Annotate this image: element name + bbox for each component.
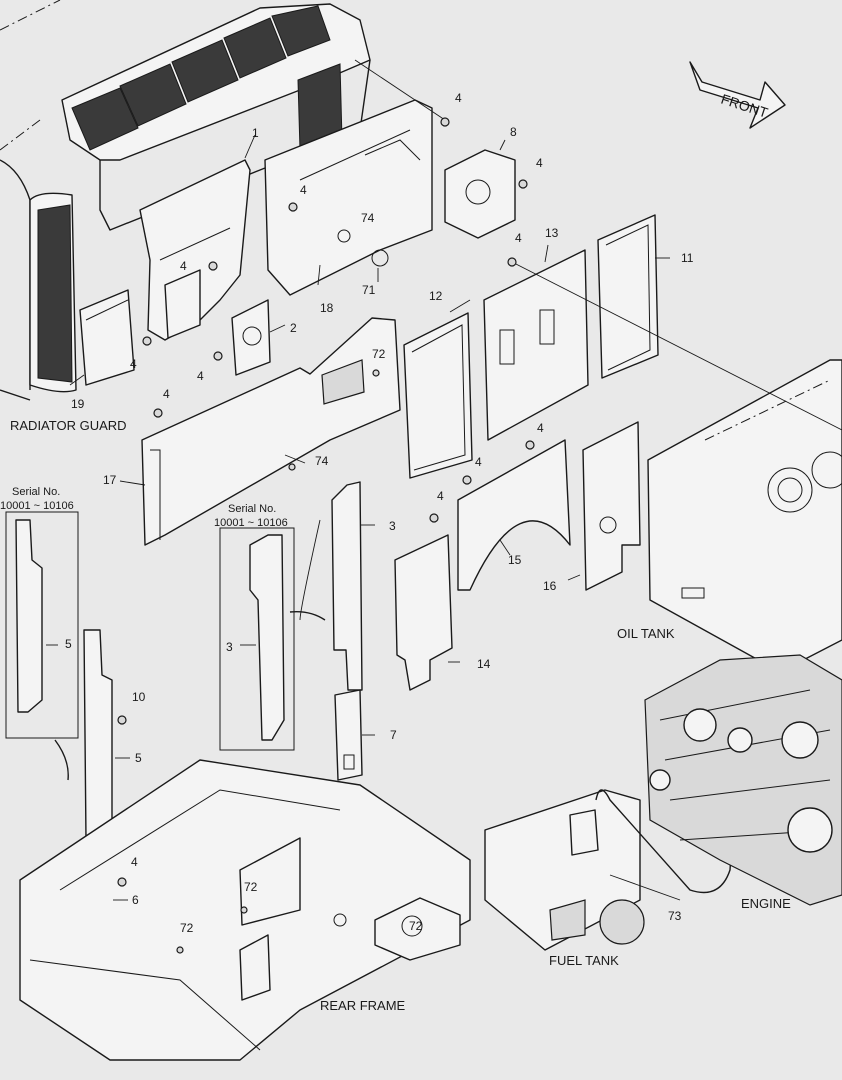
- callout-19: 19: [71, 397, 85, 411]
- callout-72-d: 72: [409, 919, 423, 933]
- callout-4-b: 4: [536, 156, 543, 170]
- radiator-guard-hood: [0, 0, 371, 401]
- caption-fuel-tank: FUEL TANK: [549, 953, 619, 968]
- callout-74-a: 74: [361, 211, 375, 225]
- transfer-arrow-middle: [289, 610, 326, 621]
- transfer-arrow-left: [54, 739, 69, 781]
- callout-4-f: 4: [130, 357, 137, 371]
- callout-18: 18: [320, 301, 334, 315]
- part-15-curved-panel: [457, 439, 571, 591]
- callout-4-i: 4: [537, 421, 544, 435]
- callout-4-l: 4: [131, 855, 138, 869]
- part-18-panel: [264, 99, 433, 296]
- part-7-pillar: [334, 689, 363, 781]
- callout-14: 14: [477, 657, 491, 671]
- part-16-panel: [582, 421, 641, 591]
- callout-12: 12: [429, 289, 443, 303]
- part-2-plate: [231, 299, 271, 376]
- caption-engine: ENGINE: [741, 896, 791, 911]
- callout-2: 2: [290, 321, 297, 335]
- serial-middle-line1: Serial No.: [228, 503, 276, 515]
- callout-1: 1: [252, 126, 259, 140]
- part-3-pillar: [331, 481, 363, 691]
- engine: [644, 654, 842, 906]
- callout-3-serial: 3: [226, 640, 233, 654]
- leader-lines: [46, 59, 842, 901]
- callout-8: 8: [510, 125, 517, 139]
- caption-radiator-guard: RADIATOR GUARD: [10, 418, 127, 433]
- serial-middle-line2: 10001 ~ 10106: [214, 517, 288, 529]
- callout-4-d: 4: [515, 231, 522, 245]
- callout-numbers: 1 2 3 3 4 4 4 4 4 4 4 4 4 4 4 4 5 5 6 7 …: [65, 91, 694, 935]
- callout-71: 71: [362, 283, 376, 297]
- serial-left-line1: Serial No.: [12, 486, 60, 498]
- oil-tank: [647, 359, 842, 673]
- callout-72-c: 72: [180, 921, 194, 935]
- part-8-plate: [444, 149, 516, 239]
- callout-4-a: 4: [455, 91, 462, 105]
- callout-4-g: 4: [197, 369, 204, 383]
- callout-16: 16: [543, 579, 557, 593]
- part-12-panel: [403, 312, 473, 479]
- part-19-block: [79, 289, 135, 386]
- callout-17: 17: [103, 473, 117, 487]
- part-17-long-bracket: [141, 317, 401, 546]
- callout-7: 7: [390, 728, 397, 742]
- callout-11: 11: [681, 251, 694, 265]
- caption-rear-frame: REAR FRAME: [320, 998, 406, 1013]
- callout-4-j: 4: [475, 455, 482, 469]
- callout-4-k: 4: [437, 489, 444, 503]
- fuel-hose-73: [595, 789, 736, 894]
- part-1-bracket: [139, 159, 251, 341]
- callout-72-b: 72: [244, 880, 258, 894]
- part-5-pillar: [83, 629, 113, 841]
- serial-box-middle: [219, 527, 295, 751]
- callout-10: 10: [132, 690, 146, 704]
- callout-73: 73: [668, 909, 682, 923]
- callout-5: 5: [135, 751, 142, 765]
- serial-box-left: [5, 511, 79, 739]
- callout-72-a: 72: [372, 347, 386, 361]
- front-direction-arrow: FRONT: [689, 61, 786, 129]
- caption-oil-tank: OIL TANK: [617, 626, 675, 641]
- callout-74-b: 74: [315, 454, 329, 468]
- callout-15: 15: [508, 553, 522, 567]
- part-14-panel: [394, 534, 453, 691]
- part-11-panel: [597, 214, 659, 379]
- bolt-markers: [117, 117, 535, 954]
- callout-13: 13: [545, 226, 559, 240]
- callout-4-c: 4: [300, 183, 307, 197]
- callout-4-e: 4: [180, 259, 187, 273]
- callout-5-serial: 5: [65, 637, 72, 651]
- callout-4-h: 4: [163, 387, 170, 401]
- callout-6: 6: [132, 893, 139, 907]
- fuel-tank: [484, 789, 645, 951]
- part-13-panel: [483, 249, 589, 441]
- callout-3-right: 3: [389, 519, 396, 533]
- serial-left-line2: 10001 ~ 10106: [0, 500, 74, 512]
